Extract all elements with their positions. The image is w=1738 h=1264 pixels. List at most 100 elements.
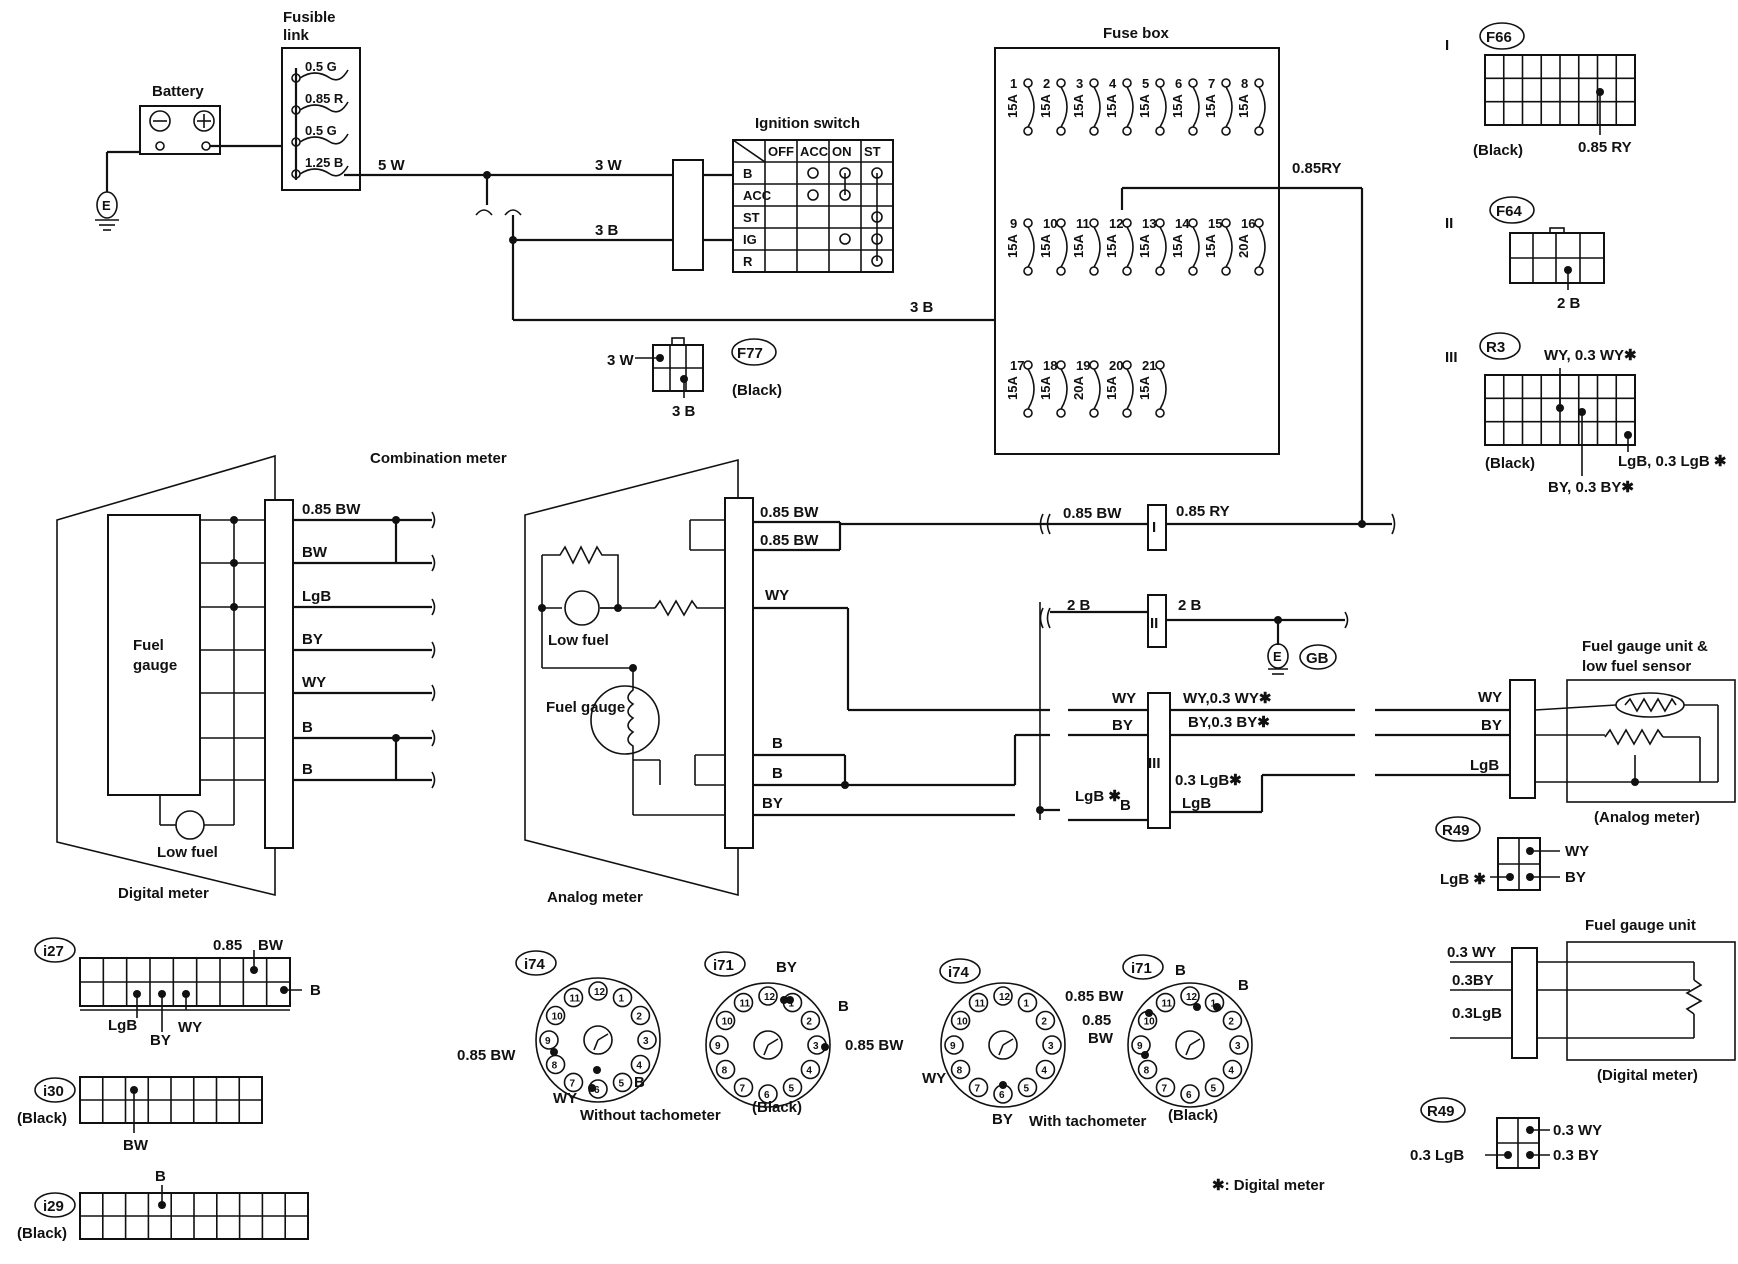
fuse-element <box>1060 226 1068 268</box>
fuse-number: 14 <box>1175 216 1190 231</box>
digital-meter-paren: (Digital meter) <box>1597 1067 1698 1084</box>
fuse-number: 21 <box>1142 358 1156 373</box>
fuse-rating: 15A <box>1071 94 1086 118</box>
fuse-terminal <box>1221 266 1231 276</box>
i27-pin4: LgB <box>108 1017 137 1034</box>
analog-fuel-gauge-label: Fuel gauge <box>546 699 625 716</box>
r49b-pin2: 0.3 BY <box>1553 1147 1599 1164</box>
round-connector-pin <box>563 987 584 1008</box>
fuse-number: 15 <box>1208 216 1222 231</box>
fuse-box-label: Fuse box <box>1103 25 1170 42</box>
round-connector-pin-number: 5 <box>789 1083 795 1094</box>
conn-i-label: I <box>1152 519 1156 536</box>
round-connector-pin <box>733 1077 754 1098</box>
fuse-element <box>1258 86 1266 128</box>
fuse-rating: 15A <box>1137 376 1152 400</box>
fuse-terminal <box>1056 408 1066 418</box>
round-connector-pin-number: 4 <box>806 1066 812 1077</box>
round-connector-pin <box>1155 992 1176 1013</box>
i71b-b2: B <box>1238 977 1249 994</box>
round-connector-pin <box>1222 1059 1243 1080</box>
round-connector-pin-number: 11 <box>975 999 986 1010</box>
round-connector-pin <box>1204 992 1225 1013</box>
digital-pin-label: BY <box>302 631 323 648</box>
fuse-number: 5 <box>1142 76 1149 91</box>
round-connector-pin <box>588 981 608 1001</box>
analog-pin-label: 0.85 BW <box>760 532 819 549</box>
svg-text:Fusible: Fusible <box>283 9 336 26</box>
round-connector-pin-number: 1 <box>789 999 795 1010</box>
fuse-number: 2 <box>1043 76 1050 91</box>
r3-pin1: WY, 0.3 WY✱ <box>1544 347 1637 364</box>
fuse-element <box>1093 226 1101 268</box>
svg-text:Fuel: Fuel <box>133 637 164 654</box>
battery-label: Battery <box>152 83 204 100</box>
digital-pin-label: B <box>302 761 313 778</box>
i71a-color: (Black) <box>752 1099 802 1116</box>
fuse-element <box>1093 368 1101 410</box>
fuse-number: 1 <box>1010 76 1017 91</box>
round-connector-active-pin <box>821 1043 829 1051</box>
connector-r3: III R3 WY, 0.3 WY✱ (Black) LgB, 0.3 LgB … <box>1445 332 1727 496</box>
f77-color: (Black) <box>732 382 782 399</box>
sensor-by-label: BY <box>1481 717 1502 734</box>
analog-pin-label: WY <box>765 587 789 604</box>
fusible-element <box>299 133 349 145</box>
fuse-element <box>1126 226 1134 268</box>
round-connector-pin <box>993 986 1013 1006</box>
conn-iii-label: III <box>1148 755 1161 772</box>
round-connector-active-pin <box>1145 1009 1153 1017</box>
round-connector-pin <box>630 1005 651 1026</box>
i71b-bw1: 0.85 BW <box>1065 988 1124 1005</box>
fuse-terminal <box>1155 266 1165 276</box>
fuse-rating: 15A <box>1005 234 1020 258</box>
fuse-element <box>1225 226 1233 268</box>
round-connector-pin <box>1035 1010 1056 1031</box>
i27-pin2: BW <box>258 937 284 954</box>
round-connector-pin-number: 1 <box>619 994 625 1005</box>
fuse-terminal <box>1023 408 1033 418</box>
fuse-rating: 15A <box>1236 94 1251 118</box>
round-connector-pin <box>637 1030 657 1050</box>
round-connector-pin-number: 9 <box>1137 1041 1143 1052</box>
fuse-box: Fuse box 115A215A315A415A515A615A715A815… <box>994 25 1280 455</box>
round-connector-pin-number: 7 <box>740 1083 746 1094</box>
fuse-rating: 15A <box>1005 94 1020 118</box>
fuse-element <box>1258 226 1266 268</box>
i30-id: i30 <box>43 1083 64 1100</box>
mid-wy-label: WY <box>1112 690 1136 707</box>
svg-text:gauge: gauge <box>133 657 177 674</box>
fuse-number: 12 <box>1109 216 1123 231</box>
round-connector-pin <box>1137 1059 1158 1080</box>
fusible-row-label: 1.25 B <box>305 155 343 170</box>
round-connector-pin <box>800 1010 821 1031</box>
round-connector-pin-number: 5 <box>1024 1083 1030 1094</box>
fuse-rating: 15A <box>1038 94 1053 118</box>
connector-f66: I F66 (Black) 0.85 RY <box>1445 22 1636 159</box>
i27-pin1: 0.85 <box>213 937 242 954</box>
round-connector-pin <box>1204 1077 1225 1098</box>
ignition-switch-label: Ignition switch <box>755 115 860 132</box>
fuse-rating: 15A <box>1137 94 1152 118</box>
f66-pin: 0.85 RY <box>1578 139 1632 156</box>
fuse-number: 13 <box>1142 216 1156 231</box>
combination-meter-label: Combination meter <box>370 450 507 467</box>
round-connector-pin-number: 5 <box>1211 1083 1217 1094</box>
round-connector-pin-number: 8 <box>957 1066 963 1077</box>
fusible-link: Fusible link 0.5 G0.85 R0.5 G1.25 B <box>281 9 361 191</box>
fuse-number: 9 <box>1010 216 1017 231</box>
fuse-terminal <box>1155 408 1165 418</box>
mid-by-label: BY <box>1112 717 1133 734</box>
round-connector-active-pin <box>780 996 788 1004</box>
i29-pin: B <box>155 1168 166 1185</box>
digital-meter: Combination meter Fuel gauge 0.85 BWBWLg… <box>56 450 507 902</box>
round-connector-pin <box>1180 986 1200 1006</box>
fuse-number: 3 <box>1076 76 1083 91</box>
round-connector-pin <box>758 1084 778 1104</box>
i27-id: i27 <box>43 943 64 960</box>
mid-lgb-label: LgB <box>1182 795 1211 812</box>
fuse-rating: 15A <box>1203 234 1218 258</box>
i71a-by: BY <box>776 959 797 976</box>
